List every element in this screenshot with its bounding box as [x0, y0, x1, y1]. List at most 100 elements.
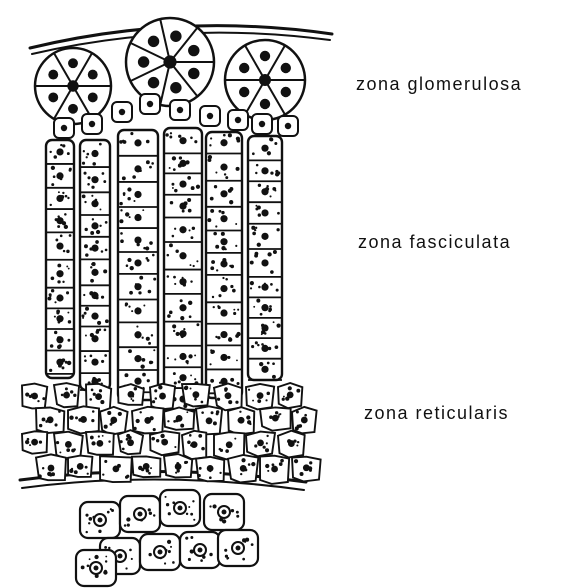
granule: [224, 173, 226, 175]
nucleus: [261, 259, 268, 266]
nucleus: [56, 217, 63, 224]
granule: [283, 396, 285, 398]
granule: [229, 200, 233, 204]
nucleus: [226, 441, 233, 448]
medulla-cell: [140, 534, 180, 570]
granule: [90, 355, 93, 358]
nucleus: [68, 58, 78, 68]
nucleus: [287, 392, 294, 399]
granule: [73, 394, 76, 397]
granule: [151, 437, 155, 441]
granule: [215, 172, 217, 174]
granule: [101, 360, 104, 363]
granule: [309, 461, 312, 464]
nucleus: [48, 465, 55, 472]
granule: [103, 269, 107, 273]
nucleus: [303, 464, 310, 471]
granule: [174, 283, 176, 285]
granule: [91, 195, 93, 197]
nucleus: [31, 393, 38, 400]
granule: [129, 216, 131, 218]
nucleolus: [198, 548, 203, 553]
granule: [270, 138, 273, 141]
granule: [81, 566, 85, 570]
granule: [133, 427, 136, 430]
granule: [131, 558, 133, 560]
nucleus: [89, 121, 95, 127]
granule: [84, 355, 86, 357]
granule: [85, 466, 88, 469]
nucleus: [220, 354, 227, 361]
granule: [60, 235, 63, 238]
granule: [126, 517, 130, 521]
granule: [92, 262, 96, 266]
nucleus: [134, 283, 141, 290]
granule: [122, 448, 125, 451]
nucleolus: [98, 518, 103, 523]
granule: [62, 144, 65, 147]
nucleus: [67, 80, 78, 91]
nucleus: [261, 188, 268, 195]
granule: [86, 531, 88, 533]
granule: [99, 329, 101, 331]
granule: [140, 364, 144, 368]
granule: [120, 232, 123, 235]
granule: [178, 380, 181, 383]
granule: [71, 468, 73, 470]
granule: [237, 382, 240, 385]
granule: [184, 386, 188, 390]
granule: [67, 197, 69, 199]
nucleus: [261, 324, 268, 331]
granule: [86, 153, 89, 156]
granule: [250, 287, 252, 289]
granule: [210, 137, 212, 139]
granule: [252, 152, 255, 155]
granule: [93, 393, 96, 396]
granule: [296, 389, 300, 393]
granule: [280, 459, 284, 463]
granule: [139, 276, 143, 280]
nucleus: [148, 36, 159, 47]
granule: [105, 560, 107, 562]
granule: [172, 187, 174, 189]
granule: [156, 439, 159, 442]
granule: [123, 194, 125, 196]
granule: [128, 305, 130, 307]
granule: [173, 420, 176, 423]
zona-fasciculata-label: zona fasciculata: [358, 232, 511, 253]
granule: [173, 330, 175, 332]
nucleus: [261, 233, 268, 240]
granule: [105, 556, 107, 558]
granule: [149, 361, 153, 365]
fasciculata-cord: [118, 130, 158, 400]
granule: [214, 185, 217, 188]
granule: [223, 134, 226, 137]
granule: [267, 362, 270, 365]
nucleus: [91, 200, 98, 207]
granule: [194, 378, 196, 380]
granule: [191, 236, 194, 239]
nucleus: [56, 195, 63, 202]
nucleus: [56, 270, 63, 277]
granule: [122, 176, 126, 180]
granule: [124, 373, 128, 377]
granule: [201, 411, 204, 414]
nucleus: [191, 441, 198, 448]
nucleus: [88, 70, 98, 80]
granule: [219, 472, 221, 474]
granule: [42, 397, 45, 400]
granule: [94, 555, 98, 559]
granule: [54, 301, 56, 303]
granule: [231, 509, 234, 512]
nucleus: [281, 87, 291, 97]
granule: [142, 209, 144, 211]
granule: [175, 250, 178, 253]
granule: [75, 416, 78, 419]
nucleus: [257, 392, 264, 399]
granule: [84, 359, 87, 362]
granule: [216, 269, 218, 271]
nucleus: [179, 278, 186, 285]
granule: [255, 208, 258, 211]
granule: [199, 467, 202, 470]
granule: [167, 254, 170, 257]
